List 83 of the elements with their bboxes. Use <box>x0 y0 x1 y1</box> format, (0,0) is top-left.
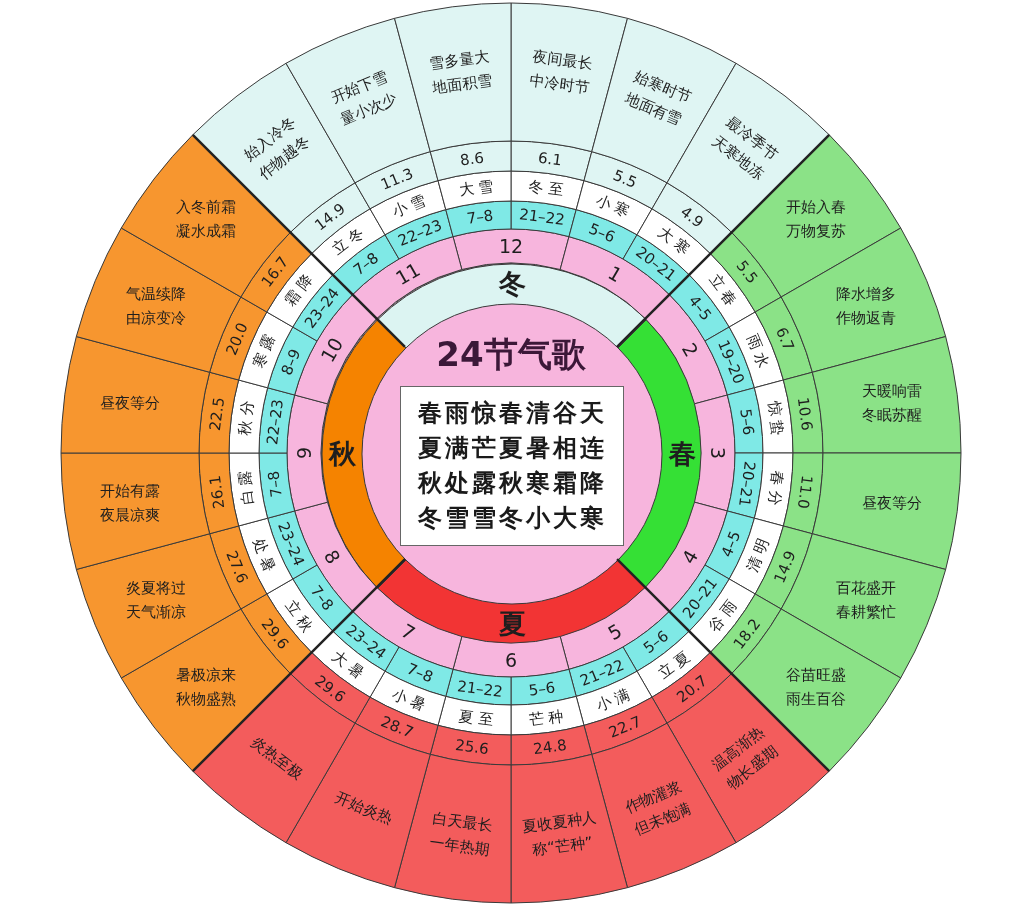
date-range: 5–6 <box>639 626 672 658</box>
description-text: 白天最长一年热期 <box>427 807 495 861</box>
description-text: 雪多量大地面积雪 <box>427 46 495 99</box>
temperature-value: 11.0 <box>794 474 817 510</box>
month-number: 4 <box>677 545 704 568</box>
season-name: 春 <box>668 437 696 471</box>
date-range: 7–8 <box>264 469 286 499</box>
description-text: 入冬前霜凝水成霜 <box>175 197 238 243</box>
poem-line: 夏满芒夏暑相连 <box>417 434 607 463</box>
month-number: 6 <box>504 648 518 672</box>
month-number: 12 <box>498 234 524 258</box>
month-segment <box>452 228 570 271</box>
description-text: 开始炎热 <box>331 786 397 830</box>
description-text: 炎热至极 <box>246 731 308 786</box>
description-text: 开始有露夜晨凉爽 <box>99 481 162 527</box>
temperature-value: 6.1 <box>536 148 563 169</box>
poem-line: 春雨惊春清谷天 <box>417 399 607 429</box>
poem-box <box>400 386 624 546</box>
date-range: 7–8 <box>350 248 383 280</box>
month-number: 10 <box>315 333 348 366</box>
date-range: 22–23 <box>263 398 287 446</box>
temperature-value: 5.5 <box>732 257 762 288</box>
description-text: 气温续降由凉变冷 <box>125 284 188 330</box>
month-segment <box>452 635 570 678</box>
temperature-value: 25.6 <box>454 736 490 759</box>
date-range: 4–5 <box>684 292 716 325</box>
description-text: 始寒时节地面有雪 <box>621 66 695 132</box>
description-text: 百花盛开春耕繁忙 <box>834 577 897 623</box>
solar-term-name: 惊蛰 <box>763 398 788 441</box>
description-text: 夜间最长中冷时节 <box>527 46 595 99</box>
month-number: 1 <box>603 260 626 287</box>
date-segment <box>444 200 512 238</box>
temperature-value: 6.7 <box>772 324 799 354</box>
date-range: 21–22 <box>518 205 566 229</box>
temperature-value: 22.5 <box>205 396 228 432</box>
description-text: 昼夜等分 <box>99 392 162 414</box>
date-range: 21–22 <box>456 677 504 701</box>
season-name: 夏 <box>498 607 526 641</box>
description-text: 天暖响雷冬眠苏醒 <box>860 380 923 426</box>
solar-term-name: 夏至 <box>456 705 499 730</box>
description-text: 昼夜等分 <box>860 493 923 515</box>
solar-term-name: 大雪 <box>456 176 499 201</box>
description-text: 暑极凉来秋物盛熟 <box>175 664 238 710</box>
solar-term-name: 秋分 <box>234 395 259 439</box>
description-text: 开始下雪量小次少 <box>327 66 401 132</box>
temperature-value: 10.6 <box>794 396 817 432</box>
solar-term-name: 雨水 <box>742 330 775 375</box>
month-number: 9 <box>292 446 316 460</box>
month-number: 7 <box>396 619 419 646</box>
month-number: 2 <box>677 338 704 361</box>
description-text: 炎夏将过天气渐凉 <box>125 577 188 623</box>
season-name: 秋 <box>328 437 356 471</box>
description-text: 温高渐热物长盛期 <box>707 721 783 795</box>
month-number: 8 <box>318 545 345 568</box>
description-text: 始入冷冬作物越冬 <box>239 112 315 186</box>
solar-term-name: 冬至 <box>526 176 569 201</box>
poem-line: 冬雪雪冬小大寒 <box>417 503 607 533</box>
poem-line: 秋处露秋寒霜降 <box>417 469 607 498</box>
description-text: 开始入春万物复苏 <box>784 197 847 243</box>
date-range: 20–21 <box>735 460 759 508</box>
date-range: 7–8 <box>465 206 495 228</box>
month-number: 5 <box>603 619 626 646</box>
temperature-value: 26.1 <box>205 474 228 510</box>
description-text: 夏收夏种人称“芒种” <box>520 807 599 861</box>
date-range: 5–6 <box>736 407 758 437</box>
description-text: 最冷季节天寒地冻 <box>707 112 783 186</box>
temperature-value: 5.5 <box>610 165 640 192</box>
season-name: 冬 <box>498 267 526 301</box>
temperature-segment <box>429 140 512 182</box>
description-text: 谷苗旺盛雨生百谷 <box>784 664 847 710</box>
month-number: 3 <box>706 446 730 460</box>
temperature-value: 8.6 <box>459 148 486 169</box>
solar-term-name: 白露 <box>234 465 259 509</box>
temperature-value: 4.9 <box>676 202 707 232</box>
description-text: 作物灌浆但未饱满 <box>621 775 695 841</box>
month-number: 11 <box>391 257 424 290</box>
solar-term-name: 芒种 <box>526 705 569 730</box>
temperature-value: 24.8 <box>532 736 568 759</box>
title-text: 24节气歌 <box>436 336 586 374</box>
solar-term-name: 春分 <box>763 468 788 511</box>
description-text: 降水增多作物返青 <box>834 284 897 330</box>
date-range: 5–6 <box>527 678 557 700</box>
month-segment <box>286 394 329 512</box>
